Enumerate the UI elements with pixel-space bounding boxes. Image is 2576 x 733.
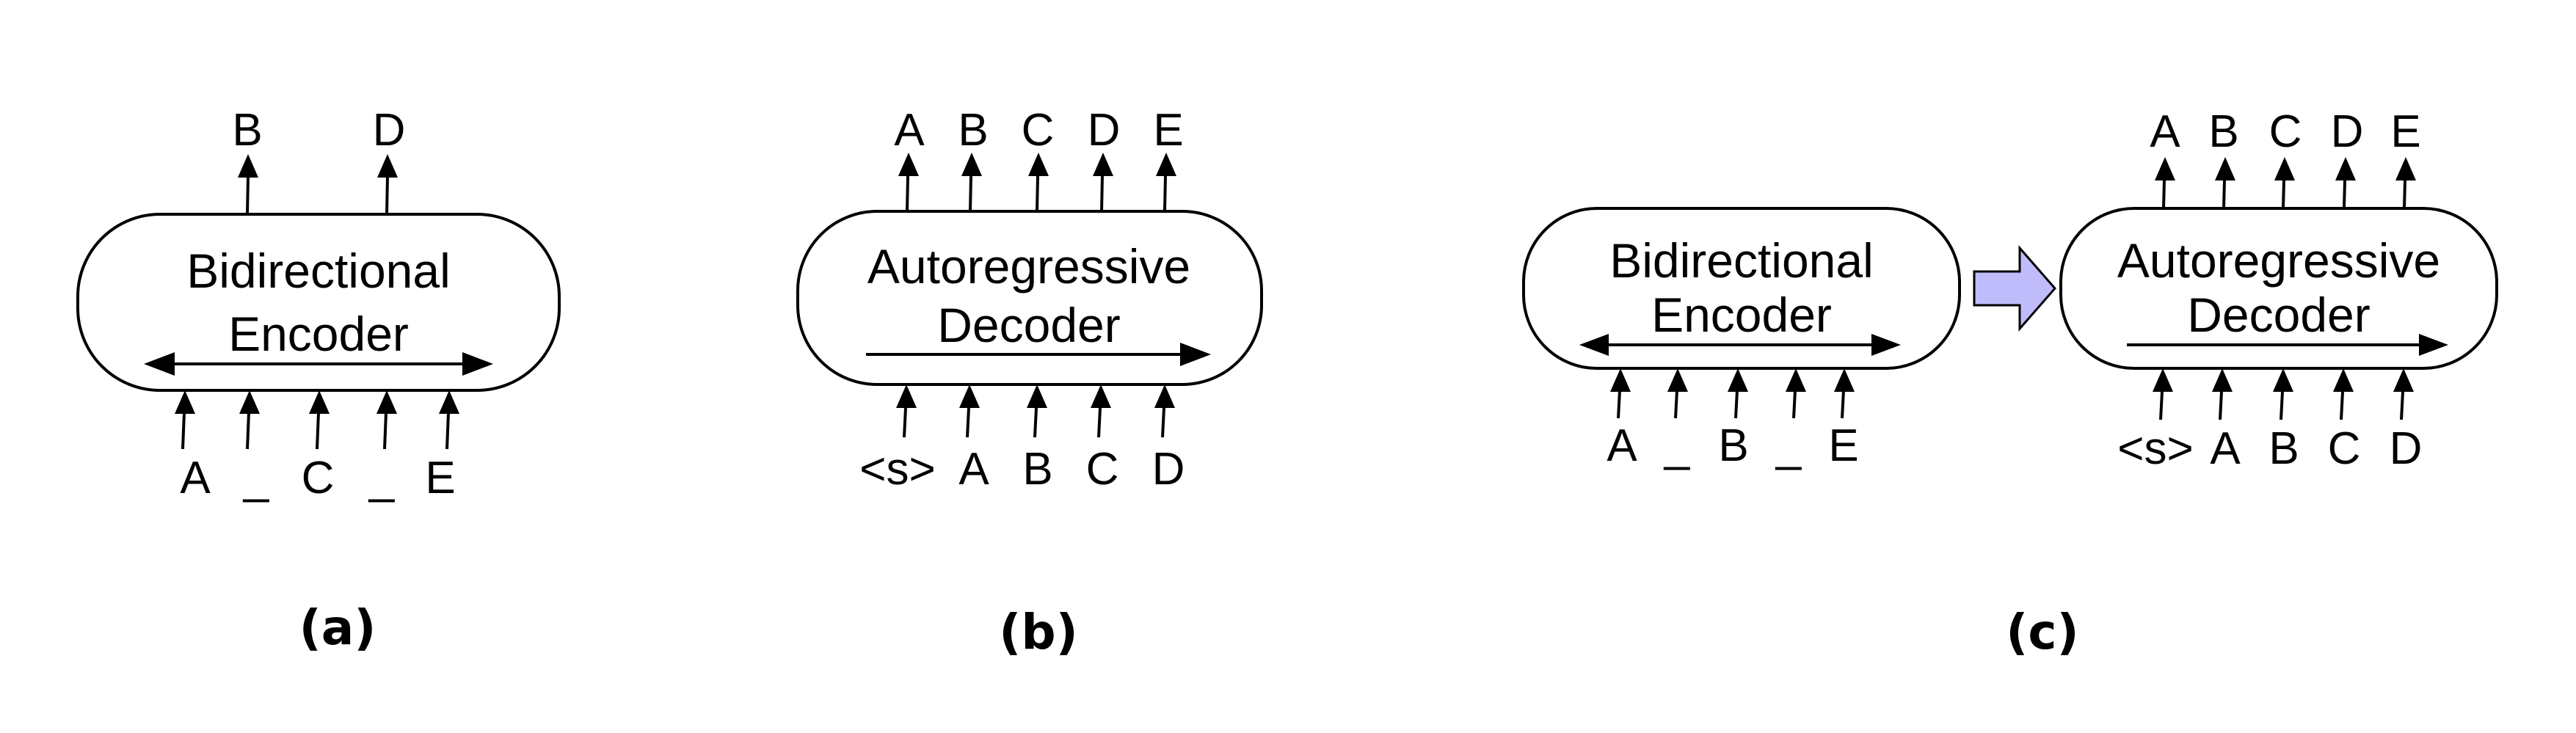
- encoder-box-line2: Encoder: [1651, 288, 1832, 342]
- bidirectional-arrow: [144, 352, 493, 376]
- input-token: A: [1607, 420, 1637, 471]
- input-arrow: [309, 390, 330, 450]
- input-arrow: [1154, 384, 1175, 438]
- decoder-box-line2: Decoder: [937, 298, 1120, 352]
- autoregressive-decoder-box: [2059, 207, 2498, 370]
- output-token: A: [894, 105, 925, 156]
- decoder-box-line1: Autoregressive: [2117, 233, 2440, 288]
- left-to-right-arrow: [866, 343, 1211, 366]
- output-arrow: [238, 154, 258, 215]
- panel-label: (b): [999, 604, 1078, 660]
- input-token: <s>: [859, 444, 935, 495]
- panel-a: Bidirectional Encoder B D A _ C _ E (a): [76, 105, 561, 656]
- input-arrow: [239, 390, 260, 450]
- panel-label: (c): [2006, 604, 2078, 660]
- input-arrow: [1610, 368, 1631, 419]
- output-token: B: [232, 105, 262, 156]
- input-token: A: [2210, 423, 2241, 474]
- decoder-box-line2: Decoder: [2187, 288, 2370, 342]
- output-arrow: [377, 154, 398, 215]
- input-token: C: [1086, 444, 1119, 495]
- bidirectional-arrow: [1579, 334, 1901, 356]
- input-arrow: [2333, 368, 2354, 420]
- left-to-right-arrow: [2127, 334, 2448, 356]
- input-token: B: [1022, 444, 1052, 495]
- input-token: A: [180, 453, 211, 503]
- bidirectional-encoder-box: [76, 213, 561, 392]
- input-arrow: [1667, 368, 1688, 419]
- output-token: C: [2269, 106, 2302, 157]
- output-token: B: [958, 105, 988, 156]
- encoder-box-line1: Bidirectional: [1609, 233, 1874, 288]
- input-token: C: [302, 453, 335, 503]
- output-token: E: [2390, 106, 2420, 157]
- input-arrow: [376, 390, 397, 450]
- input-arrow: [1027, 384, 1047, 438]
- input-token: B: [1718, 420, 1748, 471]
- output-arrow: [2215, 157, 2235, 209]
- input-arrow: [1091, 384, 1111, 438]
- input-arrow: [2212, 368, 2233, 420]
- input-arrow: [1728, 368, 1748, 419]
- input-token: _: [1664, 420, 1691, 471]
- output-arrow: [1093, 153, 1113, 212]
- output-token: E: [1153, 105, 1183, 156]
- decoder-box-line1: Autoregressive: [867, 239, 1190, 293]
- output-token: D: [373, 105, 406, 156]
- transfer-arrow: [1973, 245, 2056, 332]
- output-arrow: [2395, 157, 2416, 209]
- panel-b: Autoregressive Decoder A B C D E <s> A B…: [796, 105, 1263, 660]
- input-arrow: [2393, 368, 2414, 420]
- input-token: _: [243, 453, 270, 503]
- input-token: B: [2268, 423, 2299, 474]
- input-token: _: [368, 453, 396, 503]
- output-token: D: [1088, 105, 1121, 156]
- input-token: _: [1775, 420, 1802, 471]
- bidirectional-encoder-box: [1522, 207, 1961, 370]
- input-arrow: [959, 384, 980, 438]
- input-token: D: [2390, 423, 2423, 474]
- input-token: E: [425, 453, 455, 503]
- input-token: A: [958, 444, 989, 495]
- input-arrow: [1834, 368, 1855, 419]
- input-token: D: [1152, 444, 1185, 495]
- output-token: B: [2208, 106, 2238, 157]
- output-arrow: [1156, 153, 1176, 212]
- output-arrow: [2155, 157, 2175, 209]
- panel-c: Bidirectional Encoder A _ B _ E Autoregr…: [1522, 106, 2498, 660]
- input-token: E: [1828, 420, 1858, 471]
- autoregressive-decoder-box: [796, 210, 1263, 386]
- output-arrow: [1028, 153, 1049, 212]
- panel-label: (a): [299, 599, 376, 656]
- output-token: D: [2331, 106, 2364, 157]
- output-token: C: [1022, 105, 1055, 156]
- encoder-box-line2: Encoder: [228, 307, 409, 361]
- input-arrow: [2153, 368, 2173, 420]
- input-arrow: [1786, 368, 1806, 419]
- output-arrow: [898, 153, 919, 212]
- input-arrow: [2273, 368, 2293, 420]
- input-arrow: [896, 384, 917, 438]
- output-arrow: [2274, 157, 2295, 209]
- output-arrow: [961, 153, 982, 212]
- input-arrow: [439, 390, 459, 450]
- input-token: <s>: [2117, 423, 2193, 474]
- input-arrow: [175, 390, 195, 450]
- output-token: A: [2150, 106, 2180, 157]
- input-token: C: [2328, 423, 2361, 474]
- output-arrow: [2335, 157, 2356, 209]
- encoder-box-line1: Bidirectional: [186, 244, 451, 298]
